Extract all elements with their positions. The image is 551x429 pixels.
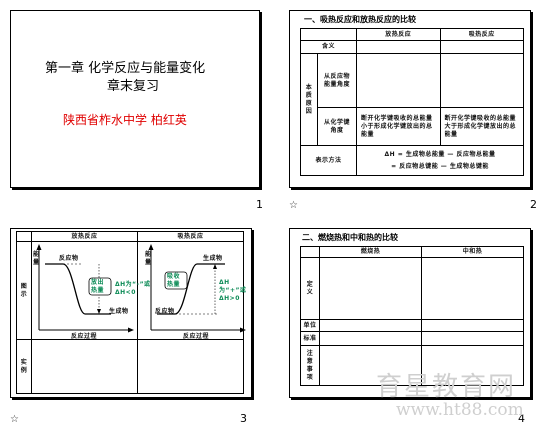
x-axis-label: 反应过程	[183, 333, 210, 340]
slide-heading: 一、吸热反应和放热反应的比较	[304, 15, 416, 24]
endothermic-energy-diagram	[148, 244, 246, 333]
reactant-label: 反应物	[155, 308, 175, 315]
x-axis-label: 反应过程	[71, 333, 98, 340]
col-header-exothermic: 放热反应	[356, 28, 441, 41]
exothermic-energy-diagram	[36, 244, 134, 333]
cell-bond-exothermic: 断开化学键吸收的总能量小于形成化学键放出的总能量	[356, 107, 441, 146]
page-number-1: 1	[256, 198, 263, 211]
reactant-label: 反应物	[59, 255, 79, 262]
notation-line-2: = 反应物总键能 — 生成物总键能	[391, 162, 489, 170]
diagram-table: 放热反应 吸热反应 图示 实例	[16, 231, 244, 394]
row-label-diagram: 图示	[16, 241, 32, 340]
star-icon: ☆	[289, 200, 298, 211]
heat-absorb-box: 吸收热量	[167, 273, 181, 288]
row-label-energy: 从反应物能量角度	[317, 53, 357, 108]
row-label-unit: 单位	[300, 319, 320, 332]
slide-4[interactable]: 二、燃烧热和中和热的比较 燃烧热 中和热 定义 单位 标准 注意事项	[289, 228, 531, 398]
delta-h-exothermic: ΔH为“-”或ΔH<0	[115, 281, 151, 296]
slide-title-line1: 第一章 化学反应与能量变化	[45, 61, 206, 76]
col-header-exothermic: 放热反应	[31, 231, 138, 242]
col-header-combustion: 燃烧热	[319, 246, 422, 258]
heat-release-box: 放出热量	[91, 279, 105, 294]
col-header-endothermic: 吸热反应	[137, 231, 244, 242]
row-label-standard: 标准	[300, 331, 320, 346]
row-label-bond: 从化学键角度	[317, 107, 357, 146]
page-number-4: 4	[518, 412, 525, 425]
slide-3[interactable]: 放热反应 吸热反应 图示 实例 能量 反应物 生成物 放出热量 ΔH为“-”或Δ…	[10, 228, 252, 398]
watermark-logo-text: 育星教育网	[376, 372, 517, 402]
page-number-2: 2	[530, 198, 537, 211]
row-label-notation: 表示方法	[300, 145, 357, 176]
comparison-table: 放热反应 吸热反应 含义 本质原因 从反应物能量角度 从化学键角度 断开化学键吸…	[300, 28, 524, 176]
row-label-meaning: 含义	[300, 40, 357, 54]
y-axis-label: 能量	[33, 251, 40, 266]
product-label: 生成物	[109, 308, 129, 315]
row-label-cause: 本质原因	[300, 53, 318, 146]
row-label-notes: 注意事项	[300, 345, 320, 386]
cell-bond-endothermic: 断开化学键吸收的总能量大于形成化学键放出的总能量	[439, 107, 524, 146]
delta-h-endothermic: ΔH为“+”或ΔH>0	[219, 279, 247, 302]
row-label-example: 实例	[16, 339, 32, 394]
slide-2[interactable]: 一、吸热反应和放热反应的比较 放热反应 吸热反应 含义 本质原因 从反应物能量角…	[289, 10, 531, 188]
product-label: 生成物	[203, 255, 223, 262]
slide-title-line2: 章末复习	[107, 79, 160, 94]
heat-comparison-table: 燃烧热 中和热 定义 单位 标准 注意事项	[300, 246, 524, 386]
row-label-definition: 定义	[300, 257, 320, 320]
watermark-url: www.ht88.com	[396, 400, 524, 420]
slide-author: 陕西省柞水中学 柏红英	[63, 113, 187, 127]
slide-1[interactable]: 第一章 化学反应与能量变化 章末复习 陕西省柞水中学 柏红英	[10, 10, 260, 188]
slide-heading: 二、燃烧热和中和热的比较	[302, 233, 398, 242]
star-icon: ☆	[10, 414, 19, 425]
y-axis-label: 能量	[145, 251, 152, 266]
col-header-neutralization: 中和热	[421, 246, 524, 258]
notation-line-1: ΔH = 生成物总能量 — 反应物总能量	[384, 150, 496, 158]
page-number-3: 3	[240, 412, 247, 425]
col-header-endothermic: 吸热反应	[439, 28, 524, 41]
